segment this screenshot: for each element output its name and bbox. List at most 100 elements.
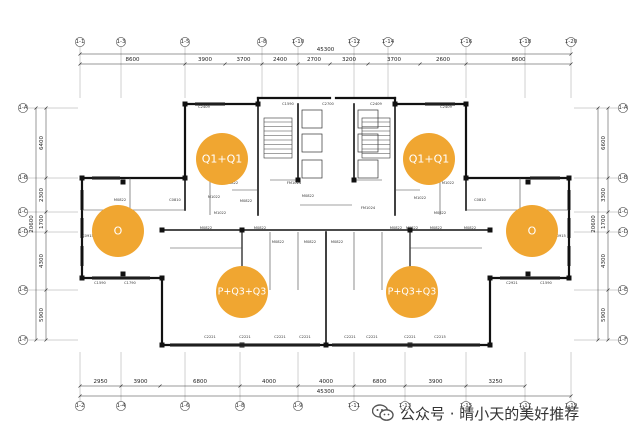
grid-left-label: 1-D <box>18 229 28 235</box>
unit-label: Q1+Q1 <box>409 153 450 166</box>
grid-right-label: 1-B <box>618 175 627 181</box>
dim-left-tick <box>44 210 48 214</box>
dim-bottom-tick <box>403 384 407 388</box>
column <box>323 342 329 348</box>
dim-right-tick <box>606 106 610 110</box>
grid-top-label: 1-12 <box>348 39 360 45</box>
column <box>463 175 469 181</box>
dim-bottom-total-tick <box>569 394 573 398</box>
opening-code: C2409 <box>370 102 382 106</box>
column <box>487 227 493 233</box>
grid-left-label: 1-B <box>18 175 27 181</box>
elevator-shaft <box>357 133 379 153</box>
dim-left-total-tick <box>34 338 38 342</box>
grid-bottom-label: 1-9 <box>294 403 303 409</box>
dim-left-value: 4300 <box>39 254 45 268</box>
dim-right-tick <box>606 288 610 292</box>
opening-code: C0810 <box>474 198 486 202</box>
dim-top-value: 3700 <box>237 57 251 63</box>
column <box>566 175 572 181</box>
dim-top-tick <box>418 62 422 66</box>
dim-top-value: 3200 <box>342 57 356 63</box>
grid-bottom-bubble <box>400 401 410 411</box>
column <box>295 177 301 183</box>
dim-top-tick <box>296 62 300 66</box>
grid-top-label: 1-1 <box>76 39 85 45</box>
column <box>120 179 126 185</box>
grid-bottom-label: 1-17 <box>519 403 532 409</box>
grid-bottom-label: 1-19 <box>565 403 578 409</box>
dim-bottom-tick <box>523 384 527 388</box>
grid-top-label: 1-14 <box>382 39 395 45</box>
dim-right-tick <box>606 176 610 180</box>
column <box>79 175 85 181</box>
dim-right-tick <box>606 230 610 234</box>
dim-top-tick <box>328 62 332 66</box>
column <box>525 271 531 277</box>
grid-top-bubble <box>461 37 471 47</box>
dim-right-total-tick <box>596 106 600 110</box>
column <box>182 101 188 107</box>
dim-left-total-value: 20600 <box>29 215 35 233</box>
dim-top-tick <box>366 62 370 66</box>
grid-top-label: 1-18 <box>519 39 532 45</box>
grid-top-label: 1-10 <box>292 39 305 45</box>
grid-bottom-bubble <box>116 401 126 411</box>
opening-code: M1022 <box>442 181 454 185</box>
unit-marker: O <box>92 205 144 257</box>
grid-bottom-label: 1-4 <box>117 403 126 409</box>
column <box>525 179 531 185</box>
unit-circle <box>216 266 268 318</box>
grid-bottom-bubble <box>566 401 576 411</box>
elevator-shaft <box>301 109 323 129</box>
opening-code: C2221 <box>299 335 311 339</box>
dim-bottom-value: 4000 <box>262 379 276 385</box>
grid-left-label: 1-E <box>19 287 28 293</box>
opening-code: M0822 <box>272 240 284 244</box>
opening-code: M0822 <box>464 226 476 230</box>
grid-right-bubble <box>618 207 628 217</box>
grid-left-label: 1-A <box>18 105 27 111</box>
unit-marker: P+Q3+Q3 <box>386 266 438 318</box>
dim-bottom-total-value: 45300 <box>317 389 335 395</box>
opening-code: C2215 <box>434 335 446 339</box>
elevator-shaft <box>357 109 379 129</box>
grid-left-bubble <box>18 285 28 295</box>
dim-right-value: 6600 <box>601 136 607 150</box>
grid-right-bubble <box>618 285 628 295</box>
opening-code: C1590 <box>94 281 106 285</box>
unit-circle <box>196 133 248 185</box>
opening-code: C1790 <box>124 281 136 285</box>
watermark-text: 公众号 · 晴小天的美好推荐 <box>400 404 580 423</box>
column <box>255 101 261 107</box>
opening-code: M0822 <box>200 226 212 230</box>
column <box>120 271 126 277</box>
grid-top-bubble <box>116 37 126 47</box>
opening-code: C2700 <box>322 102 334 106</box>
opening-code: M0822 <box>390 226 402 230</box>
column <box>487 342 493 348</box>
column <box>463 101 469 107</box>
watermark: 公众号 · 晴小天的美好推荐 <box>372 402 579 424</box>
grid-right-bubble <box>618 335 628 345</box>
opening-code: M0822 <box>240 199 252 203</box>
grid-right-bubble <box>618 173 628 183</box>
unit-circle <box>506 205 558 257</box>
dim-left-tick <box>44 288 48 292</box>
grid-left-bubble <box>18 227 28 237</box>
grid-top-bubble <box>75 37 85 47</box>
grid-top-bubble <box>257 37 267 47</box>
dim-left-tick <box>44 176 48 180</box>
unit-label: P+Q3+Q3 <box>218 287 267 298</box>
dim-top-value: 8600 <box>512 57 526 63</box>
opening-code: M1022 <box>208 195 220 199</box>
walls <box>79 96 572 348</box>
column <box>159 342 165 348</box>
dim-bottom-value: 3900 <box>429 379 443 385</box>
grid-right-bubble <box>618 227 628 237</box>
column <box>407 227 413 233</box>
unit-circle <box>403 133 455 185</box>
opening-code: C2221 <box>204 335 216 339</box>
